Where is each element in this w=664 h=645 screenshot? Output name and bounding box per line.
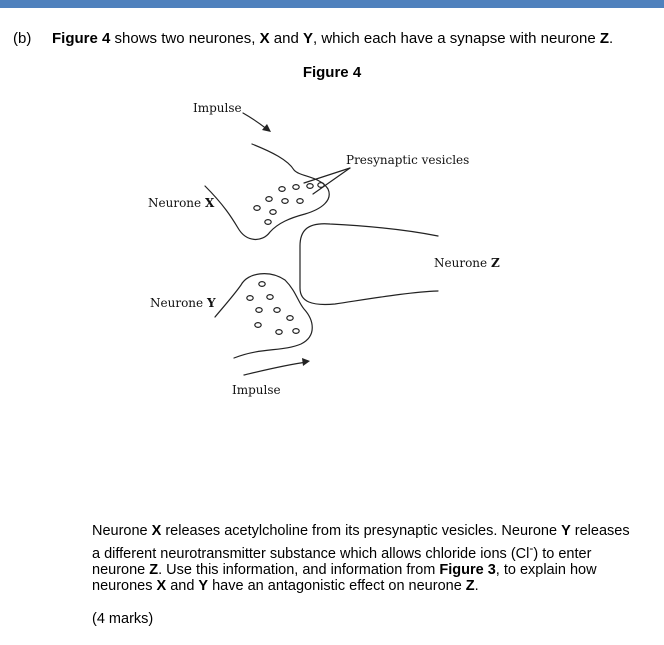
para-x: X [152,523,162,539]
para-x: X [157,578,167,594]
para-text: . [475,578,479,594]
impulse-top-arrowhead [262,124,271,132]
presynaptic-vesicles-label: Presynaptic vesicles [346,153,469,167]
vesicle-y [287,316,293,321]
vesicle-x [282,199,288,204]
impulse-bottom-arrow-line [244,362,307,375]
para-y: Y [561,523,571,539]
vesicle-x [265,220,271,225]
vesicle-y [267,295,273,300]
vesicle-x [266,197,272,202]
para-figure-ref: Figure 3 [439,562,495,578]
vesicle-y [255,323,261,328]
para-text: . Use this information, and information … [158,562,439,578]
vesicle-y [274,308,280,313]
para-z: Z [149,562,158,578]
neurone-y-word: Neurone [150,296,203,310]
para-text: and [166,578,198,594]
neurone-x-letter: X [205,196,215,210]
vesicle-y [256,308,262,313]
vesicle-x [293,185,299,190]
vesicle-y [259,282,265,287]
neurone-x-label: Neurone X [148,196,215,210]
vesicle-x [270,210,276,215]
impulse-bottom-label: Impulse [232,383,281,397]
marks-label: (4 marks) [92,611,153,627]
impulse-top-label: Impulse [193,101,242,115]
vesicle-x [254,206,260,211]
vesicle-y [276,330,282,335]
presynaptic-pointer-1 [304,168,350,183]
para-z: Z [466,578,475,594]
para-text: Neurone [92,523,152,539]
vesicle-x [318,183,324,188]
vesicle-y [247,296,253,301]
neurone-y-label: Neurone Y [150,296,216,310]
vesicle-x [279,187,285,192]
neurone-z-membrane [300,224,438,305]
neurone-z-word: Neurone [434,256,487,270]
neurone-z-label: Neurone Z [434,256,500,270]
neurone-z-letter: Z [491,256,500,270]
neurone-y-letter: Y [206,296,216,310]
neurone-x-membrane [205,144,329,239]
para-text: releases acetylcholine from its presynap… [161,523,561,539]
vesicle-y [293,329,299,334]
impulse-bottom-arrowhead [302,358,310,366]
para-y: Y [198,578,208,594]
question-paragraph: Neurone X releases acetylcholine from it… [92,523,640,595]
para-text: have an antagonistic effect on neurone [208,578,466,594]
neurone-x-word: Neurone [148,196,201,210]
vesicle-x [307,184,313,189]
vesicle-x [297,199,303,204]
